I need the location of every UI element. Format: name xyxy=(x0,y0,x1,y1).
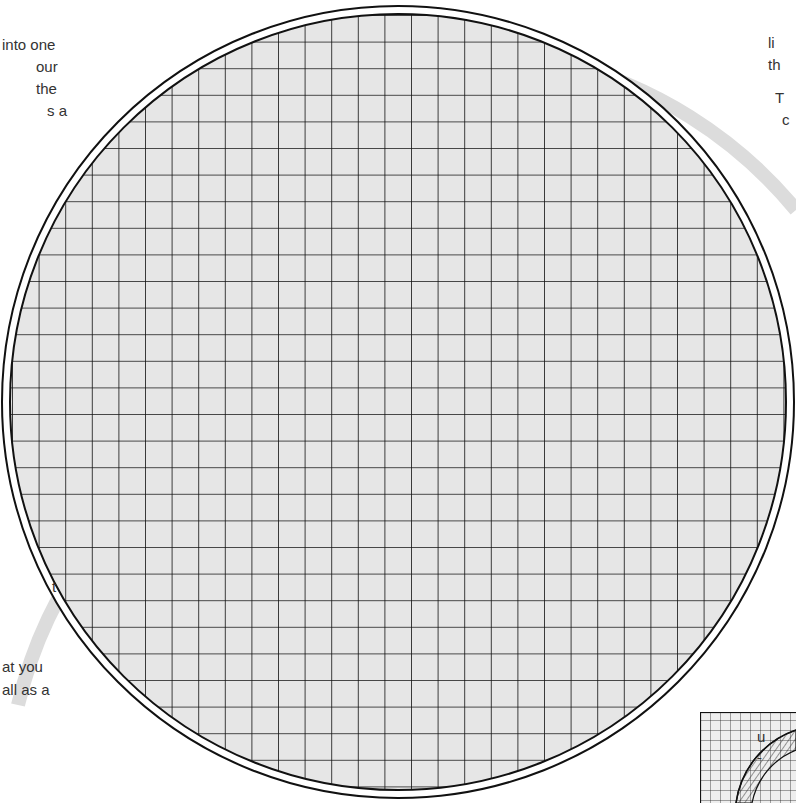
wafer-inner-outline xyxy=(10,14,786,790)
caption-fragment: s a xyxy=(47,102,67,120)
caption-fragment: c xyxy=(782,111,790,129)
caption-fragment: - xyxy=(757,749,762,767)
caption-fragment: the xyxy=(36,80,57,98)
wafer-outline xyxy=(2,6,794,798)
caption-fragment: th xyxy=(768,56,781,74)
caption-fragment: at you xyxy=(2,658,43,676)
caption-fragment: t xyxy=(52,578,56,596)
caption-fragment: li xyxy=(768,34,775,52)
caption-fragment: all as a xyxy=(2,681,50,699)
caption-fragment: u xyxy=(757,728,765,746)
caption-fragment: T xyxy=(775,89,784,107)
caption-fragment: into one xyxy=(2,36,55,54)
die-grid xyxy=(10,14,786,790)
caption-fragment: our xyxy=(36,58,58,76)
inset-figure xyxy=(700,712,796,803)
